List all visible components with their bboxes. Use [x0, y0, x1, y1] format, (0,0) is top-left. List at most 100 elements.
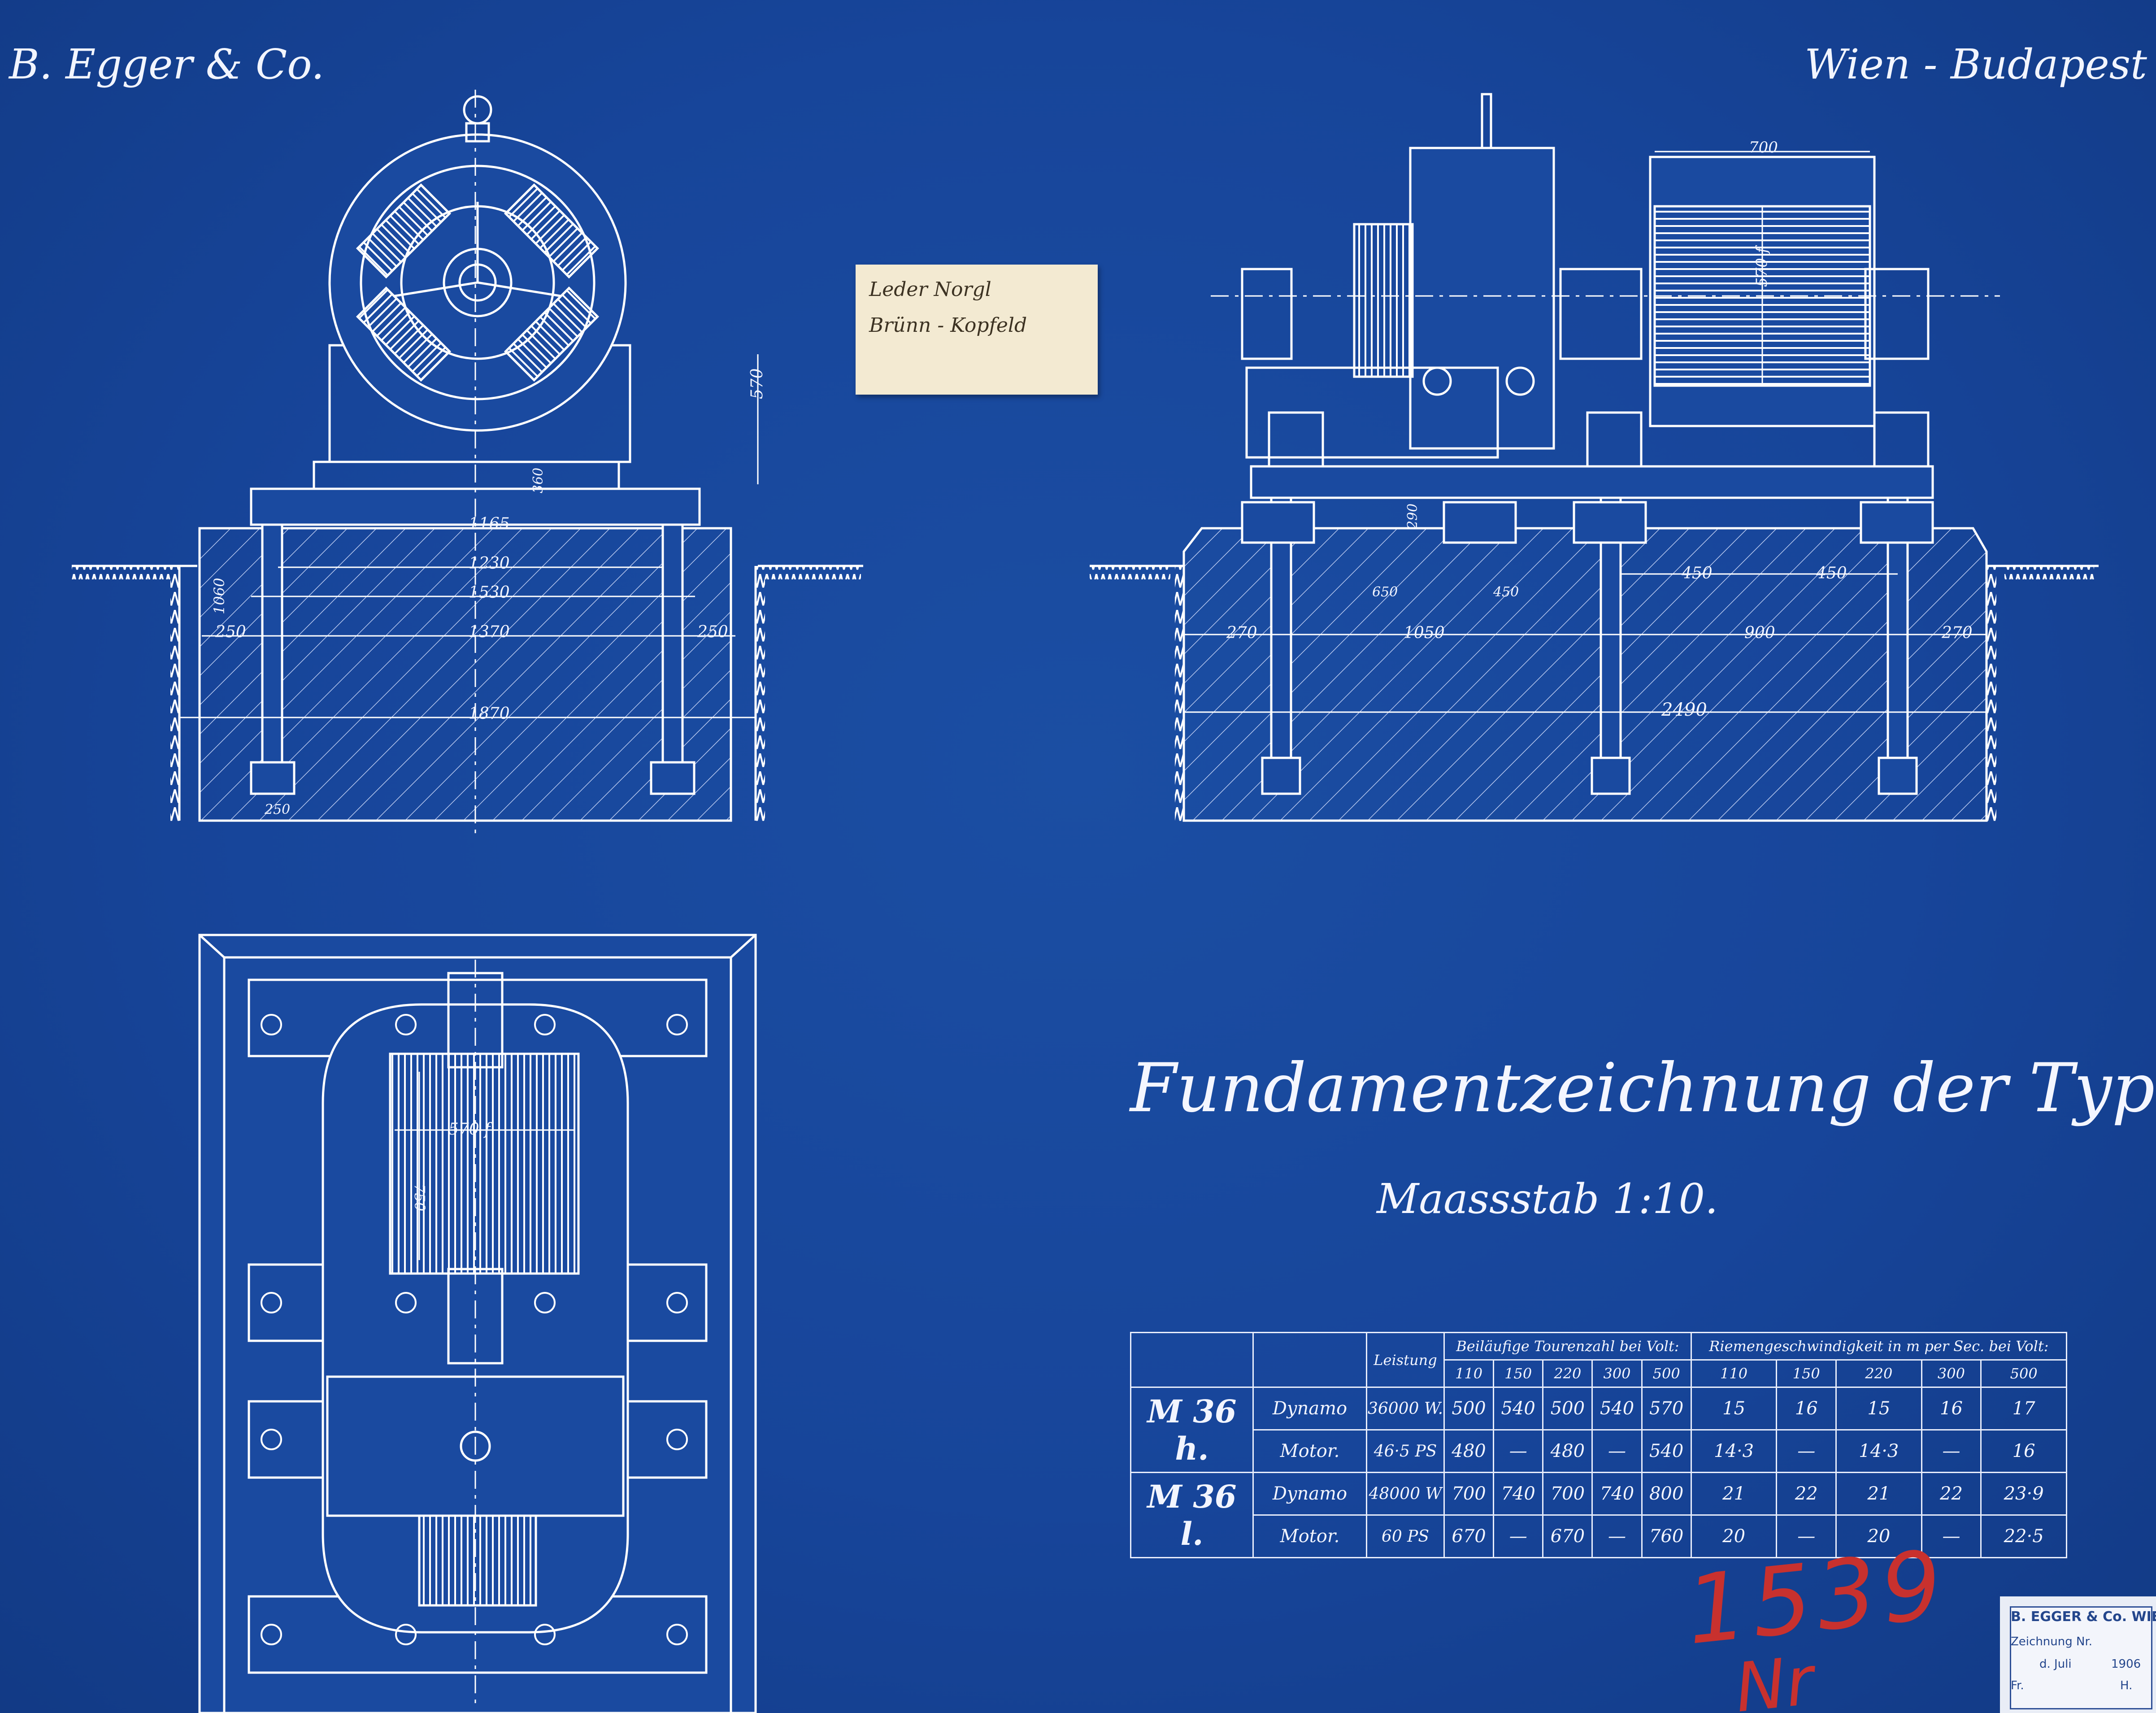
- table-cell: 20: [1835, 1514, 1922, 1558]
- dim-side-1050: 1050: [1404, 624, 1445, 642]
- table-cell: 700: [1443, 1472, 1495, 1516]
- row-power: 48000 W: [1366, 1472, 1445, 1516]
- row-power: 60 PS: [1366, 1514, 1445, 1558]
- group-label: M 36 l.: [1130, 1472, 1254, 1558]
- note-line-2: Brünn - Kopfeld: [869, 314, 1027, 337]
- table-header-row: Leistung Beiläufige Tourenzahl bei Volt:…: [1130, 1332, 2068, 1388]
- group-label: M 36 h.: [1130, 1387, 1254, 1473]
- table-row: M 36 h. Dynamo 36000 W. 500 540 500 540 …: [1130, 1387, 2067, 1473]
- table-cell: 17: [1980, 1387, 2067, 1430]
- header-power: Leistung: [1366, 1332, 1445, 1388]
- inventory-sub: Nr: [1731, 1642, 1817, 1713]
- dim-side-450-b: 450: [1816, 564, 1847, 583]
- table-cell: 21: [1690, 1472, 1778, 1516]
- dim-front-250-left: 250: [215, 623, 246, 641]
- table-cell: —: [1776, 1429, 1837, 1473]
- table-cell: 670: [1443, 1514, 1495, 1558]
- table-row: Motor. 46·5 PS 480 — 480 — 540 14·3 — 14…: [1131, 1429, 2067, 1473]
- header-blank-1: [1130, 1332, 1254, 1388]
- volt-cell: 220: [1542, 1359, 1593, 1388]
- row-power: 36000 W.: [1366, 1387, 1445, 1430]
- paper-note: Leder Norgl Brünn - Kopfeld: [856, 265, 1098, 395]
- table-cell: 14·3: [1835, 1429, 1922, 1473]
- dim-front-height: 570: [748, 368, 766, 399]
- table-cell: 480: [1443, 1429, 1495, 1473]
- dim-side-270-left: 270: [1226, 624, 1257, 642]
- volt-cell: 110: [1443, 1359, 1495, 1388]
- table-cell: 740: [1493, 1472, 1544, 1516]
- volt-cell: 150: [1493, 1359, 1544, 1388]
- table-cell: —: [1776, 1514, 1837, 1558]
- volt-cell: 150: [1776, 1359, 1837, 1388]
- drawing-title: Fundamentzeichnung der Type M 36.: [1130, 1049, 2156, 1127]
- dim-front-250-right: 250: [697, 623, 728, 641]
- stamp-line-1: B. EGGER & Co. WIEN: [2011, 1609, 2156, 1625]
- header-belt: Riemengeschwindigkeit in m per Sec. bei …: [1690, 1332, 2068, 1361]
- table-cell: 760: [1641, 1514, 1692, 1558]
- table-cell: 22: [1921, 1472, 1982, 1516]
- table-cell: 500: [1443, 1387, 1495, 1430]
- row-kind: Motor.: [1252, 1429, 1367, 1473]
- dim-side-900: 900: [1744, 624, 1775, 642]
- dim-plan-750: 750: [411, 1184, 428, 1211]
- table-cell: 16: [1980, 1429, 2067, 1473]
- dim-plan-570f: 570 f: [448, 1120, 493, 1139]
- table-cell: 15: [1690, 1387, 1778, 1430]
- table-cell: 700: [1542, 1472, 1593, 1516]
- table-cell: 670: [1542, 1514, 1593, 1558]
- stamp-date-prefix: d. Juli: [2039, 1657, 2072, 1671]
- volt-cell: 110: [1690, 1359, 1778, 1388]
- table-cell: 14·3: [1690, 1429, 1778, 1473]
- table-cell: 23·9: [1980, 1472, 2067, 1516]
- table-cell: 16: [1776, 1387, 1837, 1430]
- dim-front-1165: 1165: [469, 515, 510, 533]
- dim-side-450-c: 450: [1493, 584, 1519, 600]
- header-blank-2: [1252, 1332, 1367, 1388]
- table-cell: 22: [1776, 1472, 1837, 1516]
- dim-side-290: 290: [1405, 504, 1421, 530]
- table-cell: 800: [1641, 1472, 1692, 1516]
- red-inventory-mark: 1539 Nr: [1681, 1529, 1952, 1713]
- row-power: 46·5 PS: [1366, 1429, 1445, 1473]
- row-kind: Motor.: [1252, 1514, 1367, 1558]
- dim-front-1370: 1370: [469, 623, 510, 641]
- header-speed: Beiläufige Tourenzahl bei Volt:: [1443, 1332, 1692, 1361]
- table-cell: —: [1921, 1514, 1982, 1558]
- table-cell: 20: [1690, 1514, 1778, 1558]
- stamp-line-2: Zeichnung Nr.: [2011, 1635, 2093, 1648]
- dim-side-270-right: 270: [1941, 624, 1973, 642]
- table-cell: 540: [1591, 1387, 1643, 1430]
- volt-cell: 220: [1835, 1359, 1922, 1388]
- row-kind: Dynamo: [1252, 1387, 1367, 1430]
- front-view: [72, 90, 863, 834]
- table-cell: 480: [1542, 1429, 1593, 1473]
- company-name: B. Egger & Co.: [9, 40, 325, 88]
- table-row: M 36 l. Dynamo 48000 W 700 740 700 740 8…: [1130, 1472, 2067, 1558]
- dim-front-1870: 1870: [469, 704, 510, 723]
- table-cell: 22·5: [1980, 1514, 2067, 1558]
- table-cell: 740: [1591, 1472, 1643, 1516]
- table-volts-row: 110 150 220 300 500 110 150 220 300 500: [1131, 1359, 2067, 1388]
- stamp-initial: Fr.: [2011, 1679, 2024, 1692]
- table-cell: 500: [1542, 1387, 1593, 1430]
- volt-cell: 500: [1980, 1359, 2067, 1388]
- dim-side-570f: 570 f: [1753, 245, 1771, 287]
- table-cell: 540: [1641, 1429, 1692, 1473]
- stamp-year: 1906: [2111, 1657, 2141, 1671]
- table-cell: —: [1493, 1429, 1544, 1473]
- table-cell: —: [1493, 1514, 1544, 1558]
- drawing-scale: Maassstab 1:10.: [1377, 1175, 1718, 1223]
- dim-side-650: 650: [1372, 584, 1398, 600]
- note-line-1: Leder Norgl: [869, 278, 991, 301]
- dim-front-360: 360: [530, 468, 546, 493]
- plan-bolt-heads: [261, 1014, 688, 1645]
- volt-cell: 500: [1641, 1359, 1692, 1388]
- dim-front-1530: 1530: [469, 583, 510, 602]
- volt-cell: 300: [1921, 1359, 1982, 1388]
- stamp-frame: [2010, 1606, 2152, 1709]
- table-cell: —: [1591, 1514, 1643, 1558]
- front-dimension-lines: [179, 354, 759, 718]
- dimension-labels: 570 1165 1230 1530 1370 250 250 1870 106…: [211, 139, 1973, 1211]
